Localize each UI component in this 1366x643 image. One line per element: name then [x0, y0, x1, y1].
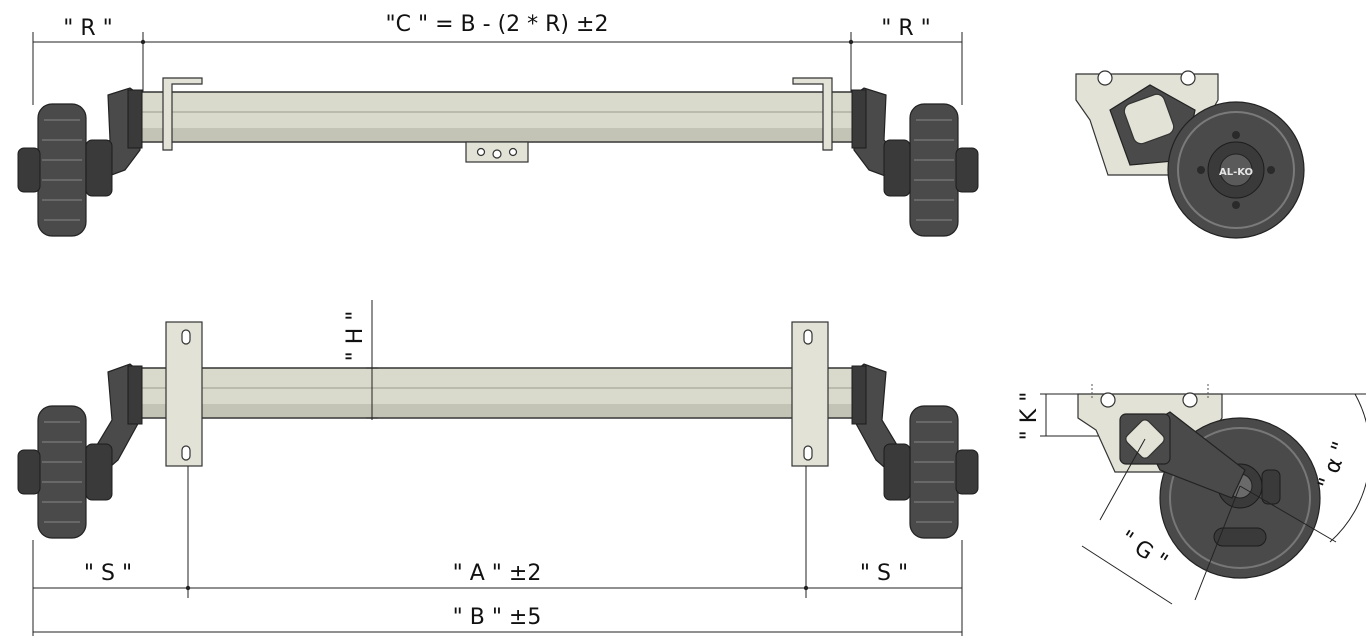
- hub-back-left: [85, 139, 113, 197]
- dimension-dot: [803, 585, 809, 591]
- plate-slot: [803, 445, 813, 461]
- label-r-left: " R ": [63, 16, 113, 41]
- wheel-bolt: [1232, 201, 1240, 209]
- wheel-bolt: [1232, 131, 1240, 139]
- clip-hole: [476, 147, 486, 157]
- g-extension-line: [1194, 485, 1241, 601]
- alpha-arm-line: [1239, 485, 1337, 543]
- torsion-end-left-bottom: [127, 365, 143, 425]
- hub-logo-disc: [1219, 153, 1253, 187]
- hub-back-right-bottom: [883, 443, 911, 501]
- axle-beam-shade-bottom: [141, 404, 853, 417]
- axle-beam-shade: [141, 128, 853, 141]
- hub-back-right: [883, 139, 911, 197]
- mount-plate-right: [791, 321, 829, 467]
- bracket-hole: [1182, 392, 1198, 408]
- label-b: " B " ±5: [453, 605, 542, 630]
- brake-lever: [1261, 469, 1281, 505]
- alpha-arc: [1329, 393, 1366, 543]
- label-r-right: " R ": [881, 16, 931, 41]
- plate-slot: [181, 445, 191, 461]
- label-s-left: " S ": [84, 561, 132, 586]
- brake-drum-right: [909, 103, 959, 237]
- plate-slot: [803, 329, 813, 345]
- hub-cap-left: [17, 147, 41, 193]
- torsion-end-left: [127, 89, 143, 149]
- mount-bracket-left: [162, 77, 203, 151]
- brake-drum-right-bottom: [909, 405, 959, 539]
- drum-ring: [1177, 111, 1295, 229]
- bracket-hole: [1097, 70, 1113, 86]
- hub-logo: AL-KO: [1219, 167, 1253, 178]
- side-view-bottom: " K " " G " " α ": [1017, 384, 1366, 605]
- label-s-right: " S ": [860, 561, 908, 586]
- hub-cap-right-bottom: [955, 449, 979, 495]
- bracket-hole: [1100, 392, 1116, 408]
- label-c-formula: "C " = B - (2 * R) ±2: [386, 12, 609, 37]
- hub-back-left-bottom: [85, 443, 113, 501]
- clip-hole: [492, 149, 502, 159]
- torsion-square-top: [1123, 93, 1175, 145]
- label-a: " A " ±2: [453, 561, 542, 586]
- clip-hole: [508, 147, 518, 157]
- dimension-dot: [185, 585, 191, 591]
- g-dimension-line: [1081, 545, 1173, 605]
- mount-bracket-right: [792, 77, 833, 151]
- hub-cap-left-bottom: [17, 449, 41, 495]
- bracket-hole: [1180, 70, 1196, 86]
- mount-plate-left: [165, 321, 203, 467]
- drum-ring: [1169, 427, 1311, 569]
- torsion-end-right-bottom: [851, 365, 867, 425]
- wheel-bolt: [1267, 166, 1275, 174]
- label-alpha: " α ": [1314, 439, 1354, 493]
- brake-drum-left-bottom: [37, 405, 87, 539]
- label-h: " H ": [343, 311, 368, 362]
- torsion-end-right: [851, 89, 867, 149]
- label-g: " G ": [1115, 526, 1172, 575]
- wheel-bolt: [1197, 166, 1205, 174]
- hub-cap-right: [955, 147, 979, 193]
- dimension-dot: [848, 39, 854, 45]
- label-k: " K ": [1017, 392, 1042, 441]
- side-view-top: AL-KO: [1075, 70, 1305, 239]
- bottom-axle-view: " H " " S " " A " ±2: [17, 300, 979, 636]
- dimension-dot: [140, 39, 146, 45]
- top-axle-view: " R " "C " = B - (2 * R) ±2 " R ": [17, 12, 979, 237]
- drum-slot: [1213, 527, 1267, 547]
- brake-drum-left: [37, 103, 87, 237]
- g-extension-line: [1099, 438, 1146, 521]
- plate-slot: [181, 329, 191, 345]
